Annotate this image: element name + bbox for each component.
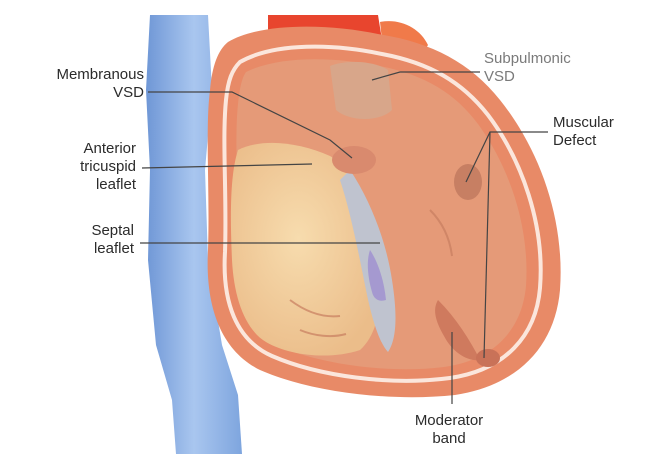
label-anterior-tricuspid-leaflet: Anterior tricuspid leaflet [50, 140, 136, 194]
label-muscular-defect: Muscular Defect [553, 114, 651, 150]
label-membranous-vsd: Membranous VSD [10, 66, 144, 102]
membranous-area [332, 146, 376, 174]
outflow-tract [330, 62, 392, 119]
muscular-defect-patch [454, 164, 482, 200]
label-moderator-band: Moderator band [384, 412, 514, 448]
apex-patch [476, 349, 500, 367]
label-septal-leaflet: Septal leaflet [50, 222, 134, 258]
label-subpulmonic-vsd: Subpulmonic VSD [484, 50, 604, 86]
